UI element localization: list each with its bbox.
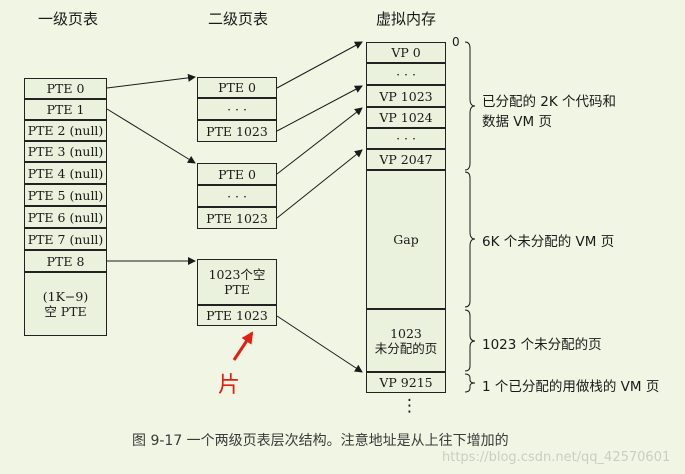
vm-unallocated: 1023 未分配的页: [366, 309, 446, 372]
l1-entry: PTE 6 (null): [24, 206, 107, 228]
l1-entry: PTE 1: [24, 99, 107, 120]
l1-entry: PTE 4 (null): [24, 162, 107, 184]
l2-empty-entries: 1023个空 PTE: [197, 259, 277, 305]
l2-entry: · · ·: [197, 185, 277, 207]
vm-page: · · ·: [366, 63, 446, 85]
l1-header: 一级页表: [38, 10, 99, 28]
vm-more-dots: ⋮: [401, 396, 418, 416]
annotation-stack-page: 1 个已分配的用做栈的 VM 页: [482, 379, 660, 395]
vm-zero-label: 0: [452, 35, 460, 49]
l1-entry: PTE 8: [24, 250, 107, 272]
vm-page: VP 9215: [366, 372, 446, 393]
l2-entry: PTE 0: [197, 77, 277, 98]
l1-entry: PTE 3 (null): [24, 141, 107, 162]
l2-header: 二级页表: [208, 10, 269, 28]
vm-header: 虚拟内存: [376, 10, 437, 28]
l2-entry: PTE 1023: [197, 305, 277, 326]
vm-page: VP 0: [366, 42, 446, 63]
brace-allocated: [464, 41, 476, 171]
vm-gap: Gap: [366, 170, 446, 309]
arrow-l2a-pte1023-to-vp1023: [276, 85, 363, 132]
arrow-pte0-to-l2: [106, 73, 196, 89]
brace-gap: [464, 171, 476, 308]
vm-page: VP 2047: [366, 149, 446, 170]
annotation-unallocated-6k: 6K 个未分配的 VM 页: [482, 234, 615, 250]
l1-entry: PTE 7 (null): [24, 228, 107, 250]
vm-page: · · ·: [366, 128, 446, 149]
red-handwritten-label: 片: [218, 373, 241, 398]
l1-entry: PTE 2 (null): [24, 120, 107, 141]
brace-stack: [464, 373, 476, 393]
l2-entry: PTE 1023: [197, 120, 277, 142]
vm-page: VP 1024: [366, 107, 446, 128]
l2-entry: PTE 0: [197, 163, 277, 185]
arrow-l2a-pte0-to-vp0: [276, 41, 363, 89]
red-arrow: [232, 331, 254, 361]
l1-entry: PTE 5 (null): [24, 184, 107, 206]
annotation-unallocated-1023: 1023 个未分配的页: [482, 337, 602, 353]
l1-entry: PTE 0: [24, 78, 107, 99]
l2-entry: PTE 1023: [197, 207, 277, 229]
l1-empty-entries: (1K−9) 空 PTE: [24, 272, 107, 336]
annotation-allocated-code: 已分配的 2K 个代码和 数据 VM 页: [482, 94, 617, 130]
arrow-l2b-pte0-to-vp1024: [276, 107, 363, 175]
watermark: https://blog.csdn.net/qq_42570601: [442, 450, 671, 465]
brace-unallocated: [464, 309, 476, 372]
vm-page: VP 1023: [366, 85, 446, 107]
arrow-pte1-to-l2: [106, 108, 196, 164]
arrow-l2b-pte1023-to-vp2047: [276, 149, 363, 219]
figure-caption: 图 9-17 一个两级页表层次结构。注意地址是从上往下增加的: [132, 433, 509, 449]
l2-entry: · · ·: [197, 98, 277, 120]
arrow-l2c-pte1023-to-vp9215: [276, 315, 363, 373]
